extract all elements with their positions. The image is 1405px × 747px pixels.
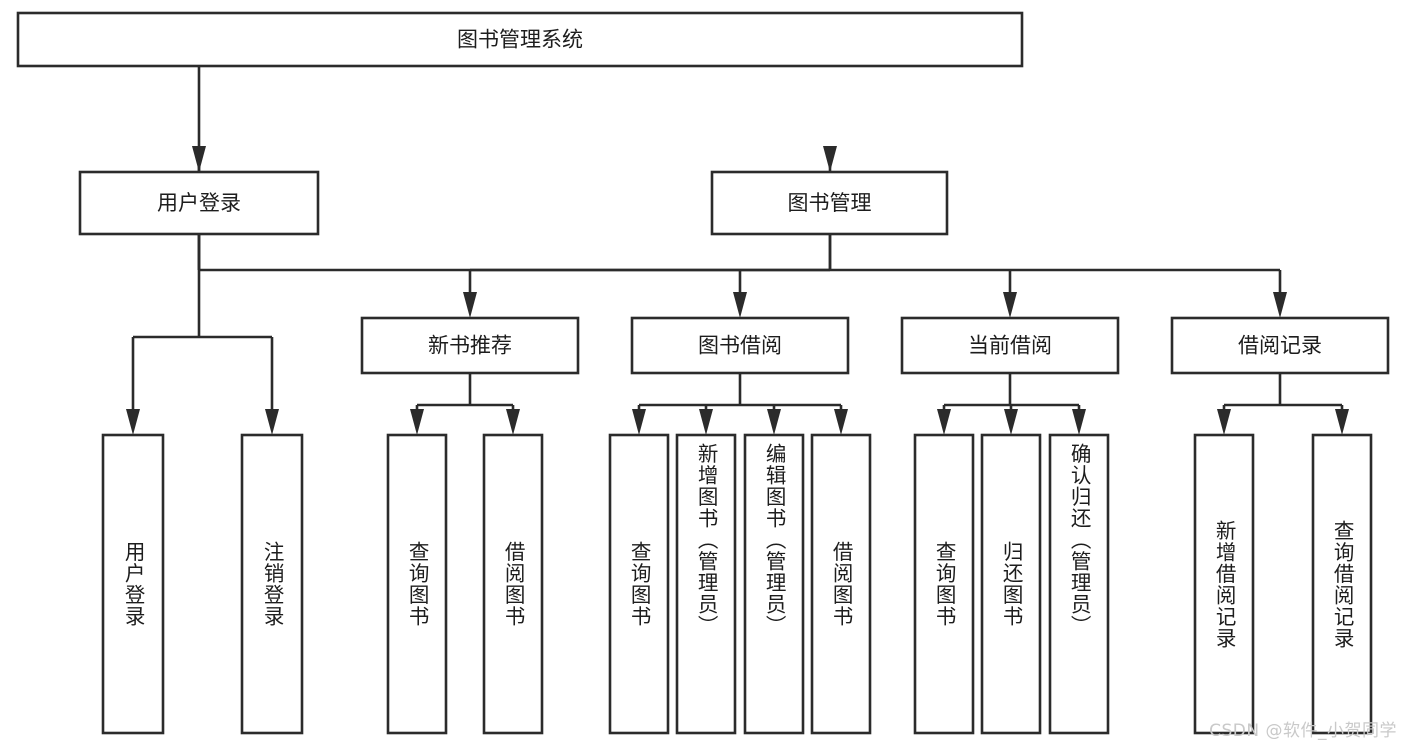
node-leaf[interactable] [101,433,165,735]
watermark: CSDN @软件_小贺同学 [1209,721,1397,741]
node-level3[interactable]: 当前借阅 [900,316,1120,375]
node-leaf[interactable] [482,433,544,735]
node-label: 新书推荐 [428,334,512,358]
node-leaf[interactable] [980,433,1042,735]
arrow-head-icon [632,409,646,435]
arrow-head-icon [126,409,140,435]
node-box[interactable] [1193,433,1255,735]
node-leaf[interactable] [675,433,737,735]
arrow-head-icon [265,409,279,435]
arrow-head-icon [506,409,520,435]
arrow-head-icon [1003,292,1017,318]
node-box[interactable] [913,433,975,735]
connector-group [126,234,279,435]
node-leaf[interactable] [743,433,805,735]
node-leaf[interactable] [240,433,304,735]
connector-group [1217,373,1349,435]
arrow-head-icon [1217,409,1231,435]
node-box[interactable] [1048,433,1110,735]
arrow-head-icon [410,409,424,435]
node-leaf[interactable] [913,433,975,735]
node-box[interactable] [360,316,580,375]
arrow-head-icon [1004,409,1018,435]
arrow-head-icon [733,292,747,318]
node-level3[interactable]: 新书推荐 [360,316,580,375]
node-label: 图书管理 [788,191,872,215]
node-box[interactable] [630,316,850,375]
node-box[interactable] [1170,316,1390,375]
node-box[interactable] [78,170,320,236]
node-level2[interactable]: 图书管理 [710,170,949,236]
arrow-head-icon [767,409,781,435]
node-leaf[interactable] [1048,433,1110,735]
arrow-head-icon [192,146,206,172]
node-box[interactable] [101,433,165,735]
node-box[interactable] [482,433,544,735]
connector-group [463,234,1287,318]
node-leaf[interactable] [1193,433,1255,735]
node-box[interactable] [743,433,805,735]
node-level3[interactable]: 图书借阅 [630,316,850,375]
node-level3[interactable]: 借阅记录 [1170,316,1390,375]
arrow-head-icon [1072,409,1086,435]
node-leaf[interactable] [1311,433,1373,735]
arrow-head-icon [463,292,477,318]
node-label: 用户登录 [157,191,241,215]
arrow-head-icon [699,409,713,435]
arrow-head-icon [937,409,951,435]
node-root[interactable]: 图书管理系统 [16,11,1024,68]
node-box[interactable] [710,170,949,236]
connector-group [192,66,837,272]
node-box[interactable] [980,433,1042,735]
connector-group [632,373,848,435]
node-box[interactable] [1311,433,1373,735]
node-label: 图书借阅 [698,334,782,358]
node-box[interactable] [675,433,737,735]
node-leaf[interactable] [608,433,670,735]
connector-group [410,373,520,435]
node-label: 借阅记录 [1238,334,1322,358]
node-leaf[interactable] [386,433,448,735]
node-box[interactable] [608,433,670,735]
node-label: 图书管理系统 [457,28,583,52]
arrow-head-icon [1273,292,1287,318]
node-leaf[interactable] [810,433,872,735]
node-level2[interactable]: 用户登录 [78,170,320,236]
connector-group [937,373,1086,435]
node-box[interactable] [240,433,304,735]
arrow-head-icon [834,409,848,435]
node-box[interactable] [810,433,872,735]
arrow-head-icon [1335,409,1349,435]
node-label: 当前借阅 [968,334,1052,358]
node-box[interactable] [900,316,1120,375]
node-box[interactable] [16,11,1024,68]
arrow-head-icon [823,146,837,172]
node-box[interactable] [386,433,448,735]
